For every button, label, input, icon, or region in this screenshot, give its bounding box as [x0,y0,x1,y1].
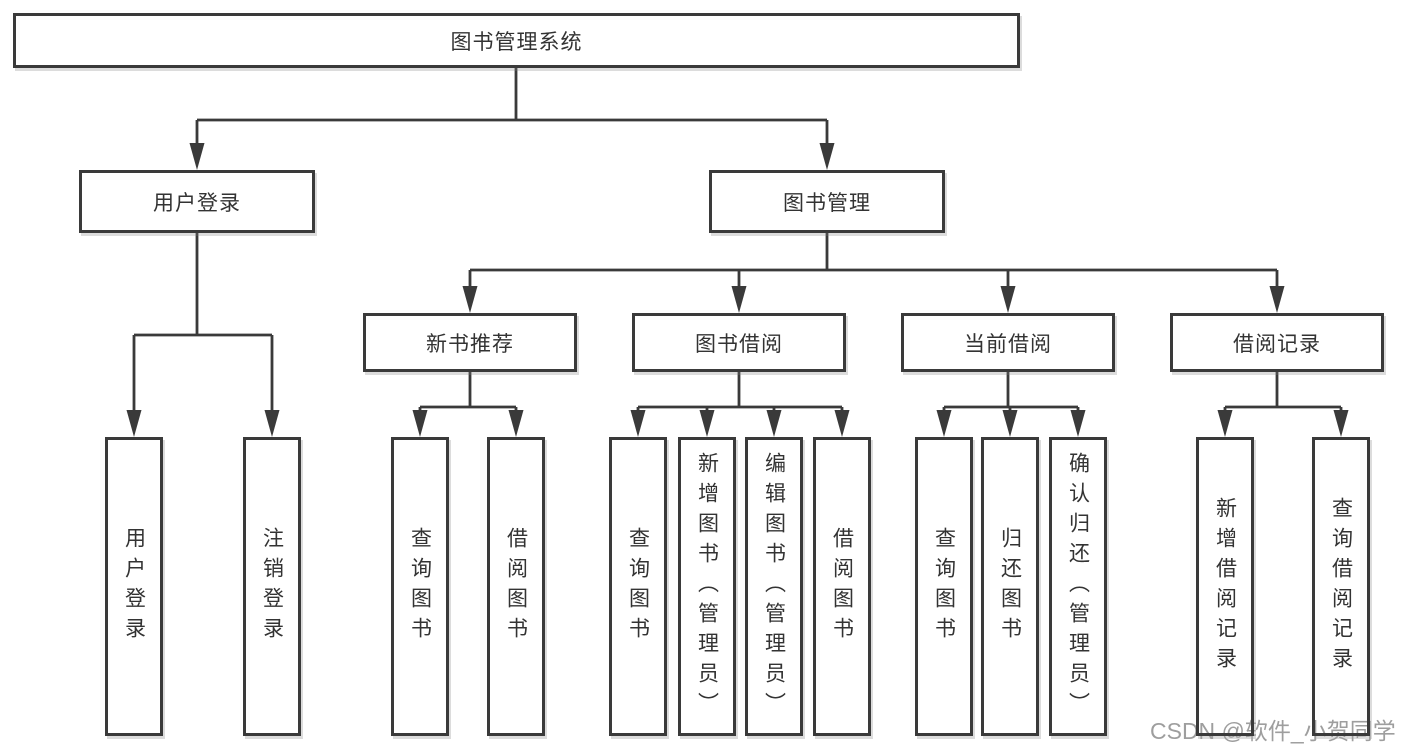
leaf-query-borrow-record: 查询借阅记录 [1312,437,1370,736]
node-root: 图书管理系统 [13,13,1020,68]
leaf-query-books-borrowing: 查询图书 [609,437,667,736]
leaf-confirm-return-admin-label: 确认归还（管理员） [1066,451,1090,722]
arrow-icon [264,410,280,437]
node-user-login: 用户登录 [79,170,315,233]
arrow-icon [126,410,142,437]
leaf-user-login-label: 用户登录 [122,526,146,647]
arrow-icon [1333,410,1349,437]
arrow-icon [731,286,747,313]
node-book-borrowing: 图书借阅 [632,313,846,372]
leaf-borrow-books: 借阅图书 [813,437,871,736]
node-user-login-label: 用户登录 [153,191,241,215]
arrow-icon [189,143,205,170]
node-borrowing-records-label: 借阅记录 [1233,332,1321,356]
arrow-icon [462,286,478,313]
leaf-edit-books-admin-label: 编辑图书（管理员） [762,451,786,722]
node-new-book-recommendation-label: 新书推荐 [426,332,514,356]
node-book-borrowing-label: 图书借阅 [695,332,783,356]
arrow-icon [508,410,524,437]
leaf-add-books-admin-label: 新增图书（管理员） [695,451,719,722]
leaf-return-books: 归还图书 [981,437,1039,736]
leaf-add-borrow-record: 新增借阅记录 [1196,437,1254,736]
arrow-icon [1269,286,1285,313]
leaf-return-books-label: 归还图书 [998,526,1022,647]
arrowheads [126,143,1349,437]
leaf-borrow-books-label: 借阅图书 [830,526,854,647]
node-new-book-recommendation: 新书推荐 [363,313,577,372]
arrow-icon [766,410,782,437]
leaf-query-books-current: 查询图书 [915,437,973,736]
csdn-watermark: CSDN @软件_小贺同学 [1150,718,1396,744]
leaf-user-login: 用户登录 [105,437,163,736]
leaf-logout: 注销登录 [243,437,301,736]
node-book-management: 图书管理 [709,170,945,233]
leaf-add-borrow-record-label: 新增借阅记录 [1213,496,1237,677]
arrow-icon [1002,410,1018,437]
arrow-icon [936,410,952,437]
leaf-query-books-recommend: 查询图书 [391,437,449,736]
leaf-edit-books-admin: 编辑图书（管理员） [745,437,803,736]
leaf-confirm-return-admin: 确认归还（管理员） [1049,437,1107,736]
arrow-icon [1217,410,1233,437]
node-current-borrowing-label: 当前借阅 [964,332,1052,356]
leaf-logout-label: 注销登录 [260,526,284,647]
arrow-icon [1000,286,1016,313]
leaf-query-books-current-label: 查询图书 [932,526,956,647]
arrow-icon [1070,410,1086,437]
node-book-management-label: 图书管理 [783,191,871,215]
leaf-borrow-books-recommend-label: 借阅图书 [504,526,528,647]
leaf-borrow-books-recommend: 借阅图书 [487,437,545,736]
leaf-query-borrow-record-label: 查询借阅记录 [1329,496,1353,677]
leaf-query-books-borrowing-label: 查询图书 [626,526,650,647]
node-current-borrowing: 当前借阅 [901,313,1115,372]
arrow-icon [412,410,428,437]
leaf-add-books-admin: 新增图书（管理员） [678,437,736,736]
arrow-icon [834,410,850,437]
arrow-icon [699,410,715,437]
arrow-icon [819,143,835,170]
node-borrowing-records: 借阅记录 [1170,313,1384,372]
arrow-icon [630,410,646,437]
node-root-label: 图书管理系统 [450,30,583,54]
leaf-query-books-recommend-label: 查询图书 [408,526,432,647]
